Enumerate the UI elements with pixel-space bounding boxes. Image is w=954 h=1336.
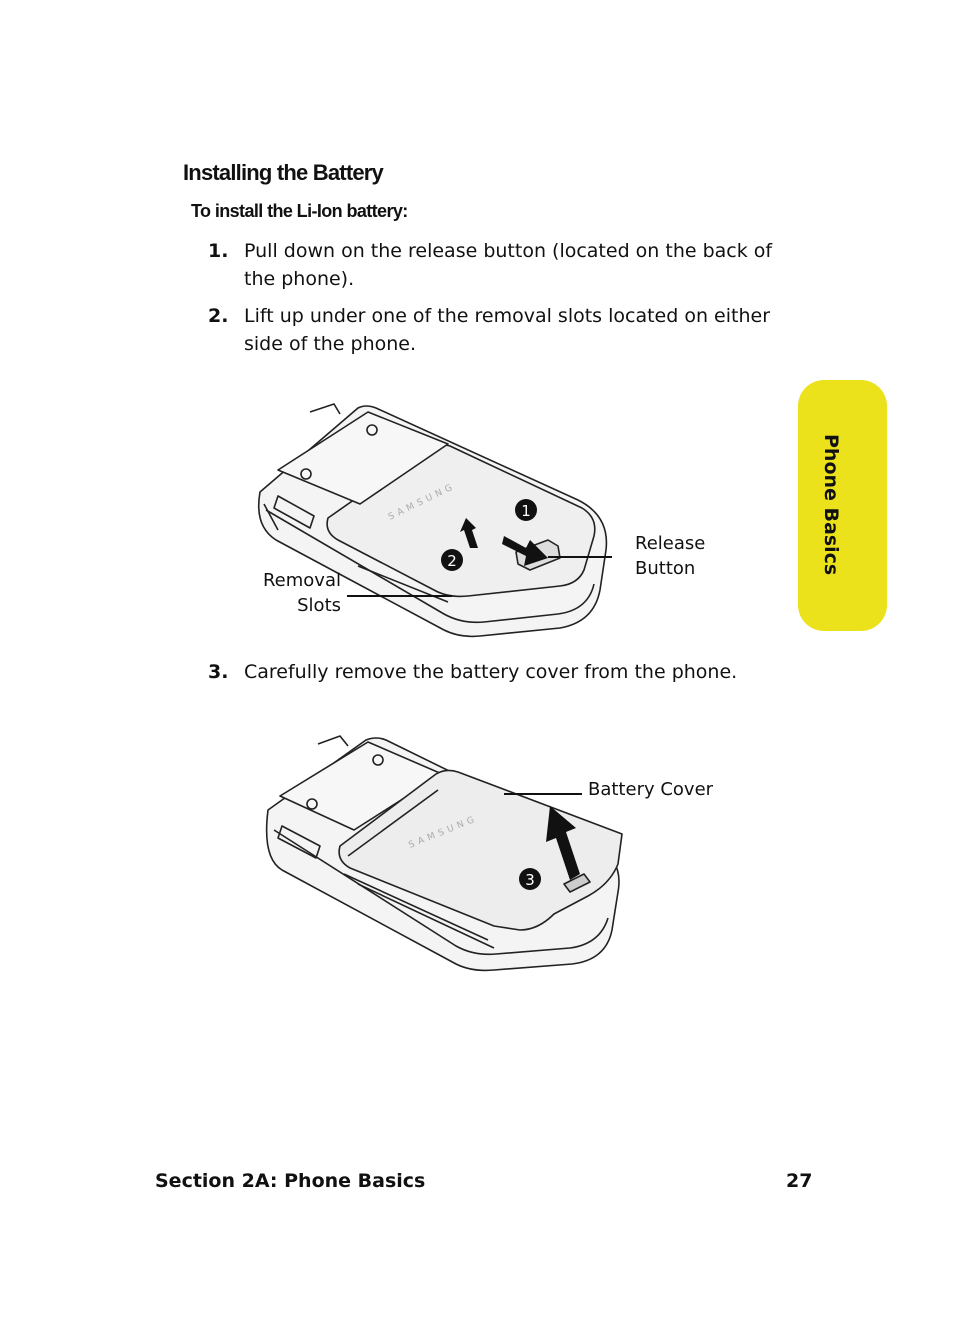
phone-cover-illustration: SAMSUNG 3 <box>265 735 623 972</box>
step-3: 3. Carefully remove the battery cover fr… <box>208 658 798 686</box>
step-text: Pull down on the release button (located… <box>244 240 773 290</box>
step-text: Carefully remove the battery cover from … <box>244 661 738 683</box>
callout-3: 3 <box>525 871 535 889</box>
figure-battery-cover: SAMSUNG 3 Battery Cover <box>258 734 718 980</box>
callout-2: 2 <box>447 552 457 570</box>
phone-back-illustration: SAMSUNG 1 2 <box>257 403 612 638</box>
step-number: 2. <box>208 305 229 327</box>
section-side-tab: Phone Basics <box>798 380 887 631</box>
step-1: 1. Pull down on the release button (loca… <box>208 237 798 293</box>
step-text: Lift up under one of the removal slots l… <box>244 305 771 355</box>
step-2: 2. Lift up under one of the removal slot… <box>208 302 798 358</box>
footer-page-number: 27 <box>786 1170 813 1192</box>
procedure-subheading: To install the Li-Ion battery: <box>191 201 408 221</box>
side-tab-label: Phone Basics <box>820 434 842 576</box>
step-number: 1. <box>208 240 229 262</box>
removal-slots-label: Removal Slots <box>262 570 341 616</box>
step-number: 3. <box>208 661 229 683</box>
figure-release-button: SAMSUNG 1 2 Release Button Removal Slots <box>248 400 708 640</box>
footer-section-title: Section 2A: Phone Basics <box>155 1170 426 1192</box>
battery-cover-label: Battery Cover <box>588 779 714 800</box>
callout-1: 1 <box>521 502 531 520</box>
section-heading: Installing the Battery <box>183 160 384 185</box>
release-button-label: Release Button <box>635 533 706 579</box>
